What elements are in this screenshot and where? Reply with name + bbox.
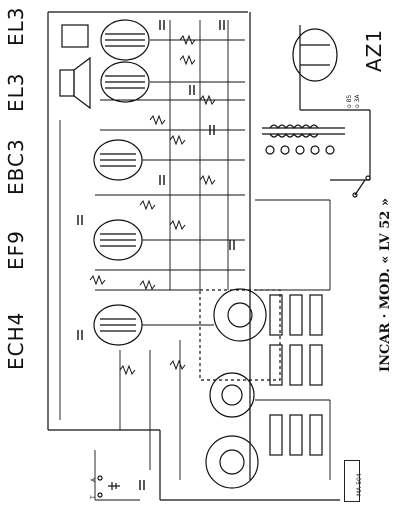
tube-ebc3 <box>93 139 143 181</box>
schematic-title: INCAR · MOD. « LV 52 » <box>378 198 393 372</box>
antenna-label-a: A <box>90 477 97 482</box>
wiring <box>59 20 331 501</box>
speaker-symbol <box>59 24 91 110</box>
tube-el3-second <box>100 61 150 103</box>
tube-el3-top <box>100 19 150 61</box>
tube-az1 <box>292 28 338 82</box>
tube-ef9 <box>93 219 143 261</box>
tube-label-el3-second: EL3 <box>4 72 28 112</box>
tube-label-el3-top: EL3 <box>4 6 28 46</box>
manufacturer-stamp <box>344 460 360 502</box>
stamp-text: MA 504 <box>356 473 363 496</box>
capacitors <box>77 20 235 490</box>
wave-switch-lower <box>209 372 255 418</box>
coil-bank <box>199 289 323 456</box>
wave-switch-bottom <box>205 435 259 489</box>
mains-label-a: o 85 <box>346 94 353 108</box>
tube-label-ef9: EF9 <box>4 230 28 270</box>
mains-switch <box>352 175 371 198</box>
antenna-terminals <box>97 475 120 498</box>
power-transformer <box>262 124 345 155</box>
tube-label-ebc3: EBC3 <box>4 138 28 195</box>
mains-label-b: o 3A <box>354 94 361 109</box>
tube-label-az1: AZ1 <box>362 28 386 72</box>
wave-switch-upper <box>213 288 267 342</box>
resistors <box>89 34 216 376</box>
tube-ech4 <box>93 304 143 346</box>
tube-label-ech4: ECH4 <box>4 311 28 370</box>
ground-label-t: T <box>90 495 97 499</box>
